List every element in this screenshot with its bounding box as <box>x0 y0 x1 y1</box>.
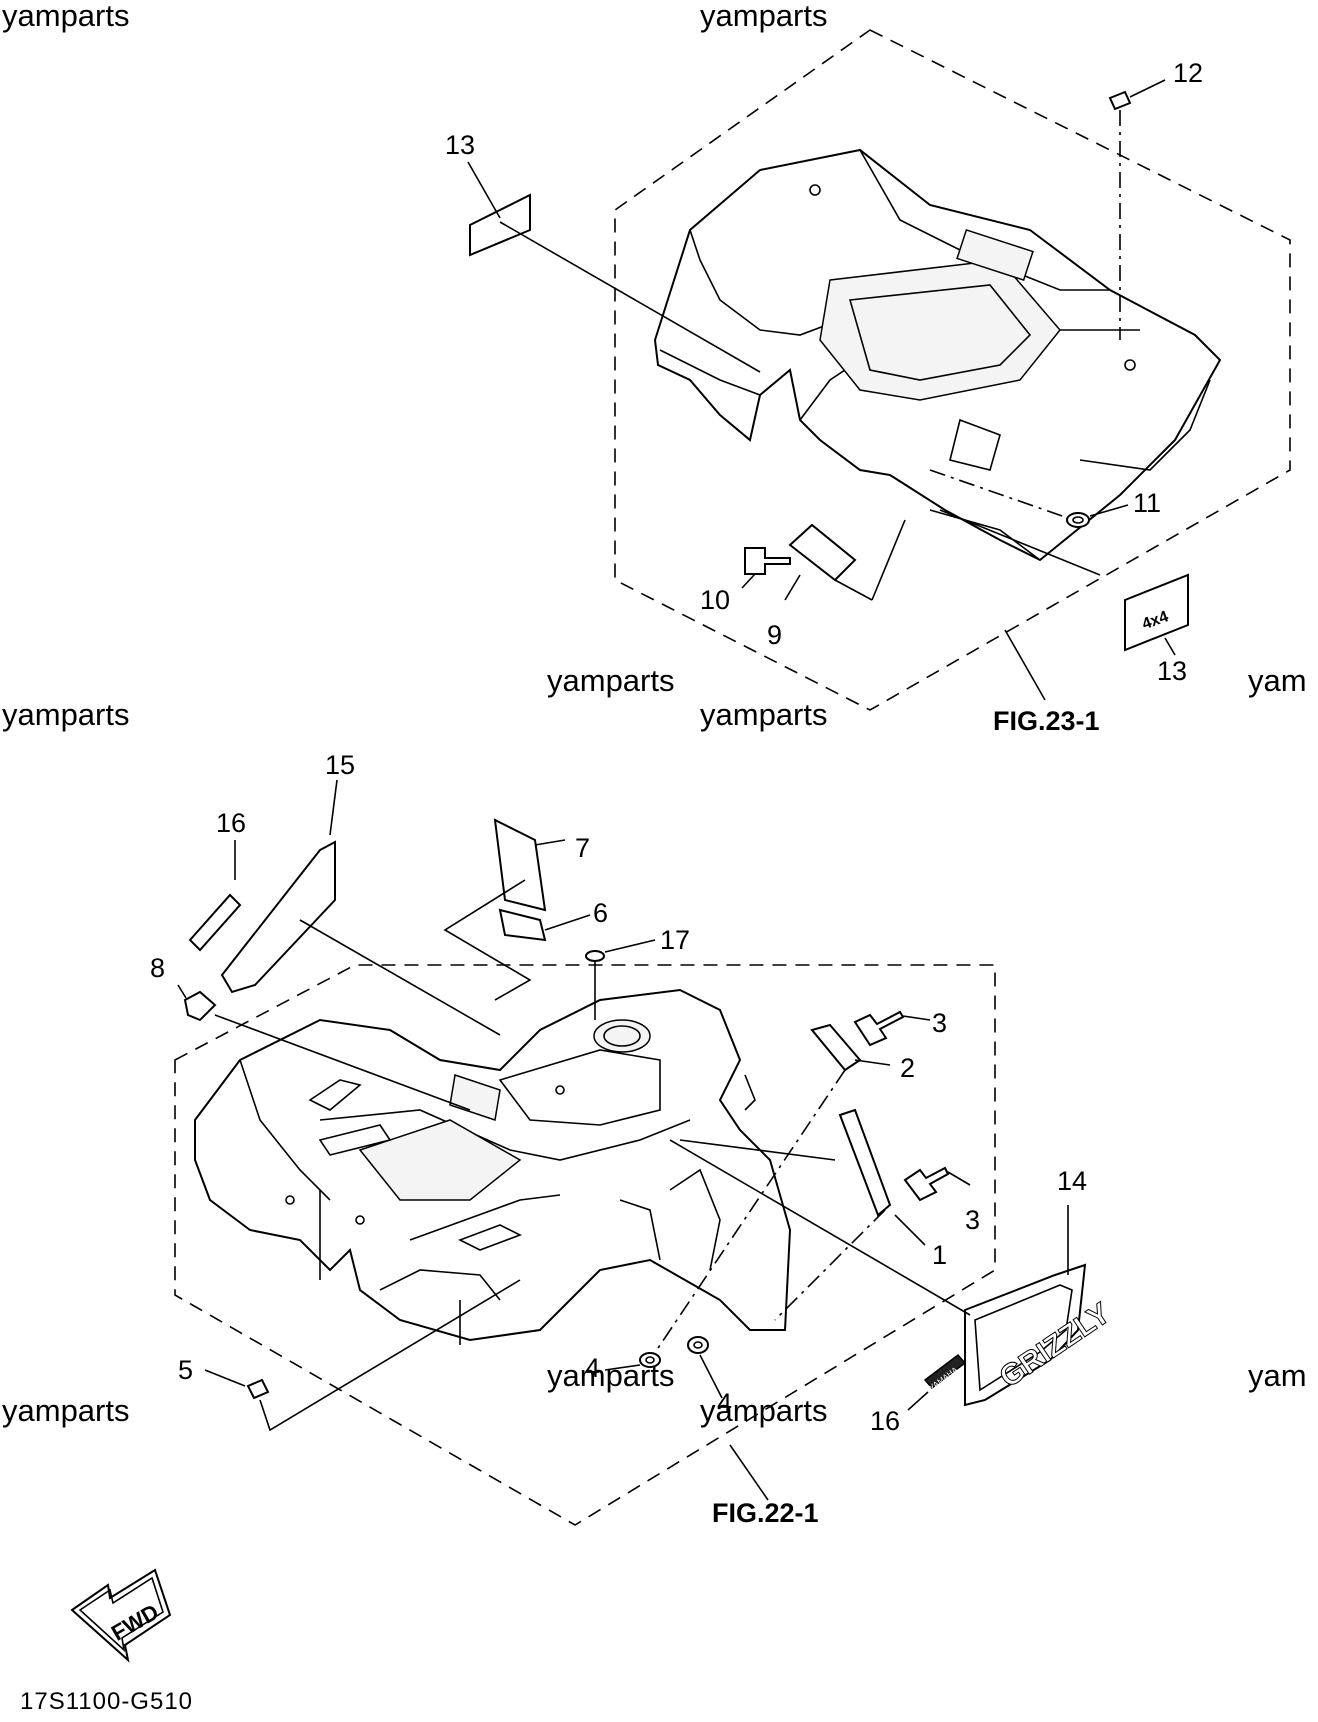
plate-2 <box>810 1023 862 1072</box>
watermark: yamparts <box>547 1358 675 1393</box>
rear-fender-assembly: 4x4 <box>467 29 1291 711</box>
callout-14: 14 <box>1057 1166 1088 1196</box>
callout-1: 1 <box>932 1240 948 1270</box>
front-group-boundary <box>174 964 996 1526</box>
washer-11 <box>1066 512 1090 528</box>
part-12 <box>1108 90 1132 111</box>
drawing-code: 17S1100-G510 <box>20 1688 194 1715</box>
callout-16-lower: 16 <box>870 1406 901 1436</box>
decal-13-4x4 <box>1124 573 1189 652</box>
callout-7: 7 <box>575 833 591 863</box>
washer-4-left <box>639 1352 661 1368</box>
front-carrier <box>358 1119 522 1201</box>
fastener-10 <box>744 547 791 575</box>
callout-16: 16 <box>216 808 247 838</box>
callout-4-right: 4 <box>717 1388 733 1418</box>
part-5 <box>246 1378 270 1400</box>
callout-11: 11 <box>1133 488 1162 518</box>
callout-15: 15 <box>325 750 356 780</box>
watermark: yamparts <box>700 0 828 33</box>
callout-10: 10 <box>700 585 731 615</box>
decal-15 <box>220 840 336 994</box>
part-17 <box>585 950 605 962</box>
callout-3-lower: 3 <box>965 1205 981 1235</box>
watermark: yamparts <box>547 663 675 698</box>
callout-13: 13 <box>445 130 476 160</box>
watermark: yamparts <box>700 1393 828 1428</box>
fastener-3-upper <box>853 1010 905 1047</box>
front-panel <box>449 1074 501 1121</box>
grizzly-decal-14 <box>964 1263 1087 1407</box>
watermark: yamparts <box>2 1393 130 1428</box>
yamaha-plate <box>956 228 1034 282</box>
decal-16-upper <box>188 893 242 952</box>
fastener-3-lower <box>903 1166 950 1202</box>
figure-ref-rear: FIG.23-1 <box>993 706 1100 736</box>
watermark: yam <box>1248 663 1307 698</box>
callout-3-upper: 3 <box>932 1008 948 1038</box>
callout-13-right: 13 <box>1157 656 1188 686</box>
callout-6: 6 <box>593 898 609 928</box>
callout-12: 12 <box>1173 58 1204 88</box>
fwd-arrow-icon: FWD <box>70 1568 172 1663</box>
decal-13-left <box>469 193 531 257</box>
figure-ref-front: FIG.22-1 <box>712 1498 819 1528</box>
decal-7 <box>493 818 547 912</box>
watermark: yam <box>1248 1358 1307 1393</box>
callout-9: 9 <box>767 620 783 650</box>
watermark: yamparts <box>2 697 130 732</box>
washer-4-right <box>687 1336 709 1354</box>
yamaha-strip-16 <box>923 1353 967 1390</box>
callout-8: 8 <box>150 953 166 983</box>
callout-4-left: 4 <box>585 1353 601 1383</box>
rear-group-boundary <box>614 29 1291 711</box>
decal-8 <box>183 990 217 1022</box>
plate-9 <box>788 523 857 582</box>
fuel-cap <box>593 1019 651 1053</box>
watermark: yamparts <box>700 697 828 732</box>
callout-2: 2 <box>900 1053 916 1083</box>
decal-6 <box>498 908 547 942</box>
callout-5: 5 <box>178 1355 194 1385</box>
watermark: yamparts <box>2 0 130 33</box>
mud-flap-1 <box>838 1108 892 1217</box>
front-fender-assembly: GRIZZLY YAMAHA <box>174 779 1117 1526</box>
callout-17: 17 <box>660 925 691 955</box>
